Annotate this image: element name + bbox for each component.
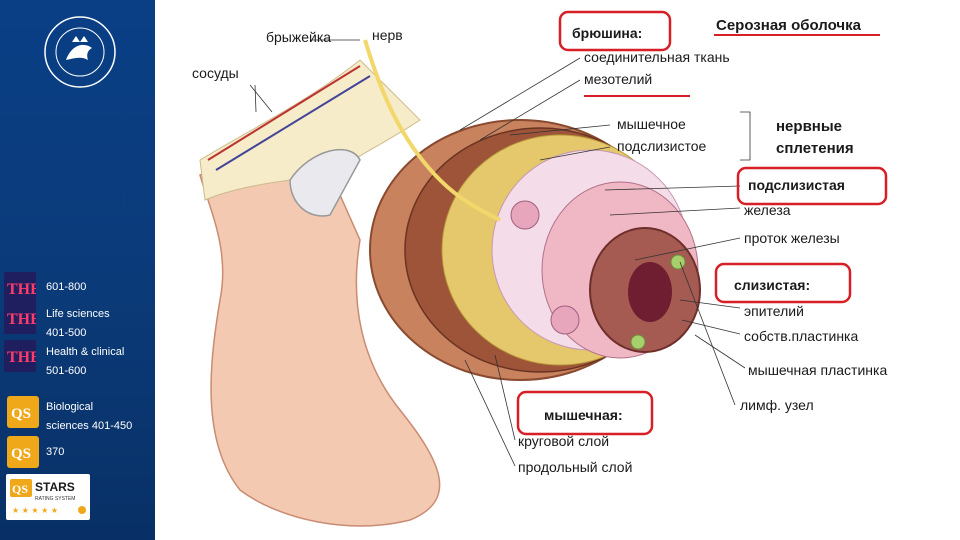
- label-serosa: Серозная оболочка: [716, 17, 862, 34]
- label-lamina-propria: собств.пластинка: [744, 328, 858, 344]
- qs-ranking-icon: QS: [7, 396, 39, 428]
- lymph-node: [670, 254, 686, 270]
- highlight-submucosa: [736, 166, 888, 206]
- svg-text:THE: THE: [7, 349, 36, 366]
- svg-text:QS: QS: [12, 482, 28, 496]
- peritoneum-flap: [289, 149, 361, 217]
- highlight-muscularis: [516, 390, 654, 436]
- svg-text:THE: THE: [7, 281, 36, 298]
- gland: [550, 305, 580, 335]
- svg-text:THE: THE: [7, 311, 36, 328]
- label-mesothelium: мезотелий: [584, 71, 652, 87]
- intestine-wall-diagram: брыжейка нерв сосуды брюшина: Серозная о…: [192, 10, 888, 527]
- label-peritoneum: брюшина:: [572, 25, 642, 41]
- label-submucosa: подслизистая: [748, 177, 845, 193]
- svg-text:QS: QS: [11, 406, 31, 422]
- svg-text:★ ★ ★ ★ ★: ★ ★ ★ ★ ★: [12, 506, 58, 515]
- label-submucous-plexus: подслизистое: [617, 138, 706, 154]
- sidebar: THE 601-800 THE Life sciences 401-500 TH…: [0, 0, 155, 540]
- svg-text:RATING SYSTEM: RATING SYSTEM: [35, 496, 75, 502]
- gland: [510, 200, 540, 230]
- label-mesentery: брыжейка: [266, 29, 331, 45]
- ranking-text: 501-600: [46, 365, 87, 377]
- label-circular-layer: круговой слой: [518, 433, 609, 449]
- intestine-body: [199, 149, 441, 527]
- university-seal-icon: [44, 16, 116, 88]
- ranking-text: Health & clinical: [46, 346, 125, 358]
- label-nerve-plexuses-2: сплетения: [776, 140, 854, 157]
- lumen: [628, 262, 672, 322]
- lymph-node: [630, 334, 646, 350]
- label-mucosa: слизистая:: [734, 277, 810, 293]
- ranking-text: Life sciences: [46, 308, 110, 320]
- label-gland: железа: [744, 202, 791, 218]
- the-ranking-icon: THE: [4, 302, 41, 334]
- mesentery: [199, 59, 421, 201]
- highlight-boxes: [516, 10, 888, 436]
- label-nerve: нерв: [372, 27, 403, 43]
- ranking-text: Biological: [46, 401, 94, 413]
- label-connective-tissue: соединительная ткань: [584, 49, 730, 65]
- ranking-text: sciences 401-450: [46, 420, 133, 432]
- label-gland-duct: проток железы: [744, 230, 840, 246]
- svg-text:QS: QS: [11, 446, 31, 462]
- ranking-text: 401-500: [46, 327, 87, 339]
- the-ranking-icon: THE: [4, 272, 41, 304]
- qs-ranking-icon: QS: [7, 436, 39, 468]
- nerve: [363, 39, 501, 222]
- label-muscularis-mucosae: мышечная пластинка: [748, 362, 887, 378]
- highlight-mucosa: [714, 262, 852, 304]
- label-muscularis: мышечная:: [544, 407, 623, 423]
- leader-lines: [249, 39, 751, 467]
- highlight-peritoneum: [558, 10, 672, 52]
- ranking-text: 601-800: [46, 281, 87, 293]
- the-ranking-icon: THE: [4, 340, 41, 372]
- label-longitudinal-layer: продольный слой: [518, 459, 632, 475]
- qs-stars-logo: QS STARS RATING SYSTEM ★ ★ ★ ★ ★: [6, 474, 90, 520]
- label-vessels: сосуды: [192, 65, 239, 81]
- label-lymph-node: лимф. узел: [740, 397, 814, 413]
- svg-text:STARS: STARS: [35, 480, 75, 494]
- label-muscular-plexus: мышечное: [617, 116, 686, 132]
- label-epithelium: эпителий: [744, 303, 804, 319]
- ranking-text: 370: [46, 446, 65, 458]
- label-nerve-plexuses-1: нервные: [776, 118, 842, 135]
